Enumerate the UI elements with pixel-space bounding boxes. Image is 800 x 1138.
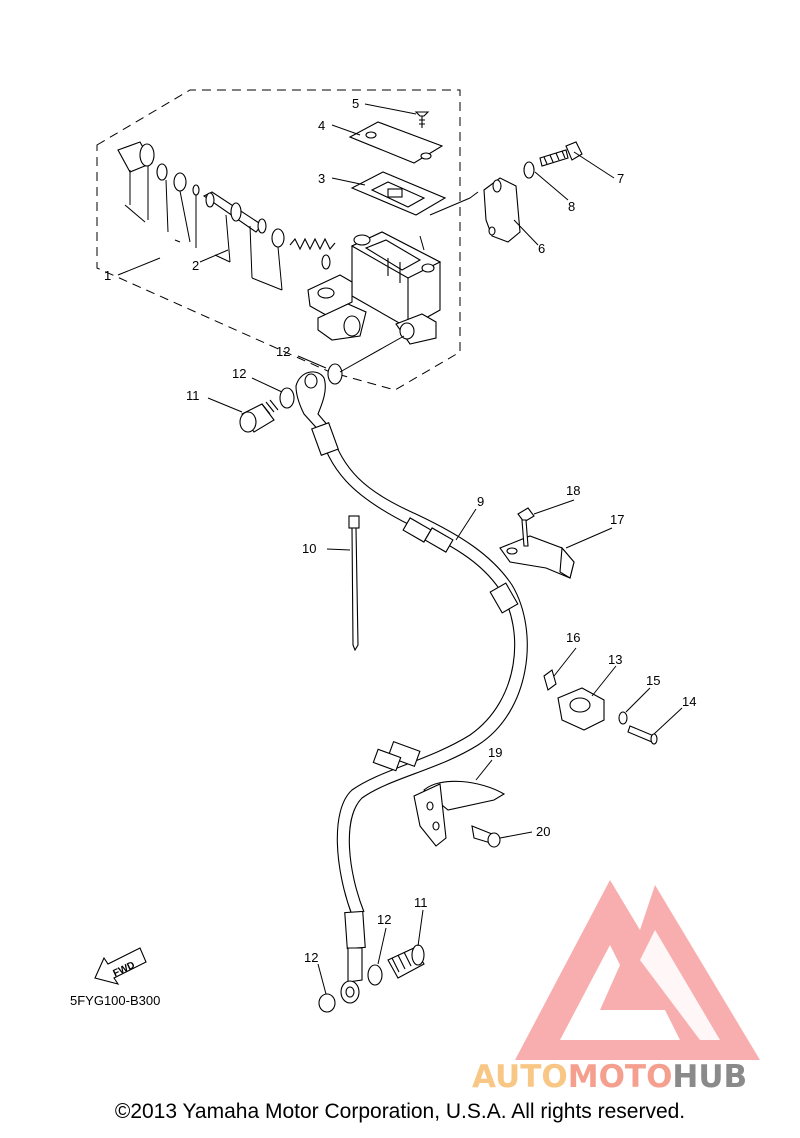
reference-code: 5FYG100-B300 — [70, 993, 160, 1008]
callout-18: 18 — [566, 483, 580, 498]
holder-bolt — [483, 141, 583, 243]
lower-banjo — [318, 944, 425, 1013]
callout-12-b: 12 — [232, 366, 246, 381]
watermark-word-hub: HUB — [672, 1059, 747, 1095]
hose-clamp-13 — [543, 669, 658, 745]
hose-guide — [413, 780, 506, 848]
callout-1: 1 — [104, 268, 111, 283]
callout-17: 17 — [610, 512, 624, 527]
callout-8: 8 — [568, 199, 575, 214]
watermark-word-moto: MOTO — [568, 1059, 673, 1095]
watermark-logo: AUTOMOTOHUB — [472, 880, 760, 1095]
svg-text:AUTOMOTOHUB: AUTOMOTOHUB — [472, 1059, 747, 1095]
hose-clamp-17 — [499, 507, 575, 579]
callout-7: 7 — [617, 171, 624, 186]
callout-4: 4 — [318, 118, 325, 133]
callout-labels: 1 2 3 4 5 6 7 8 9 10 11 11 12 12 12 12 1… — [104, 96, 696, 965]
callout-9: 9 — [477, 494, 484, 509]
watermark-word-auto: AUTO — [472, 1059, 568, 1095]
callout-2: 2 — [192, 258, 199, 273]
callout-6: 6 — [538, 241, 545, 256]
callout-15: 15 — [646, 673, 660, 688]
upper-banjo — [239, 363, 343, 435]
master-cylinder-body — [307, 231, 442, 345]
callout-20: 20 — [536, 824, 550, 839]
callout-14: 14 — [682, 694, 696, 709]
callout-19: 19 — [488, 745, 502, 760]
callout-11-upper: 11 — [186, 388, 200, 403]
watermark-triangle-cut — [640, 930, 720, 1040]
copyright-notice: ©2013 Yamaha Motor Corporation, U.S.A. A… — [114, 1100, 686, 1123]
leader-lines — [117, 103, 683, 995]
fwd-arrow: FWD — [94, 947, 147, 985]
callout-3: 3 — [318, 171, 325, 186]
callout-11-lower: 11 — [414, 895, 428, 910]
callout-13: 13 — [608, 652, 622, 667]
callout-10: 10 — [302, 541, 316, 556]
callout-16: 16 — [566, 630, 580, 645]
piston-kit — [117, 141, 336, 291]
callout-5: 5 — [352, 96, 359, 111]
callout-12-a: 12 — [276, 344, 290, 359]
assembly-dashed-outline — [96, 89, 461, 391]
cable-tie — [348, 515, 360, 652]
watermark-triangle-inner — [560, 945, 680, 1040]
reservoir-parts — [348, 111, 447, 216]
callout-12-c: 12 — [377, 912, 391, 927]
brake-hose — [311, 422, 528, 1004]
callout-12-d: 12 — [304, 950, 318, 965]
